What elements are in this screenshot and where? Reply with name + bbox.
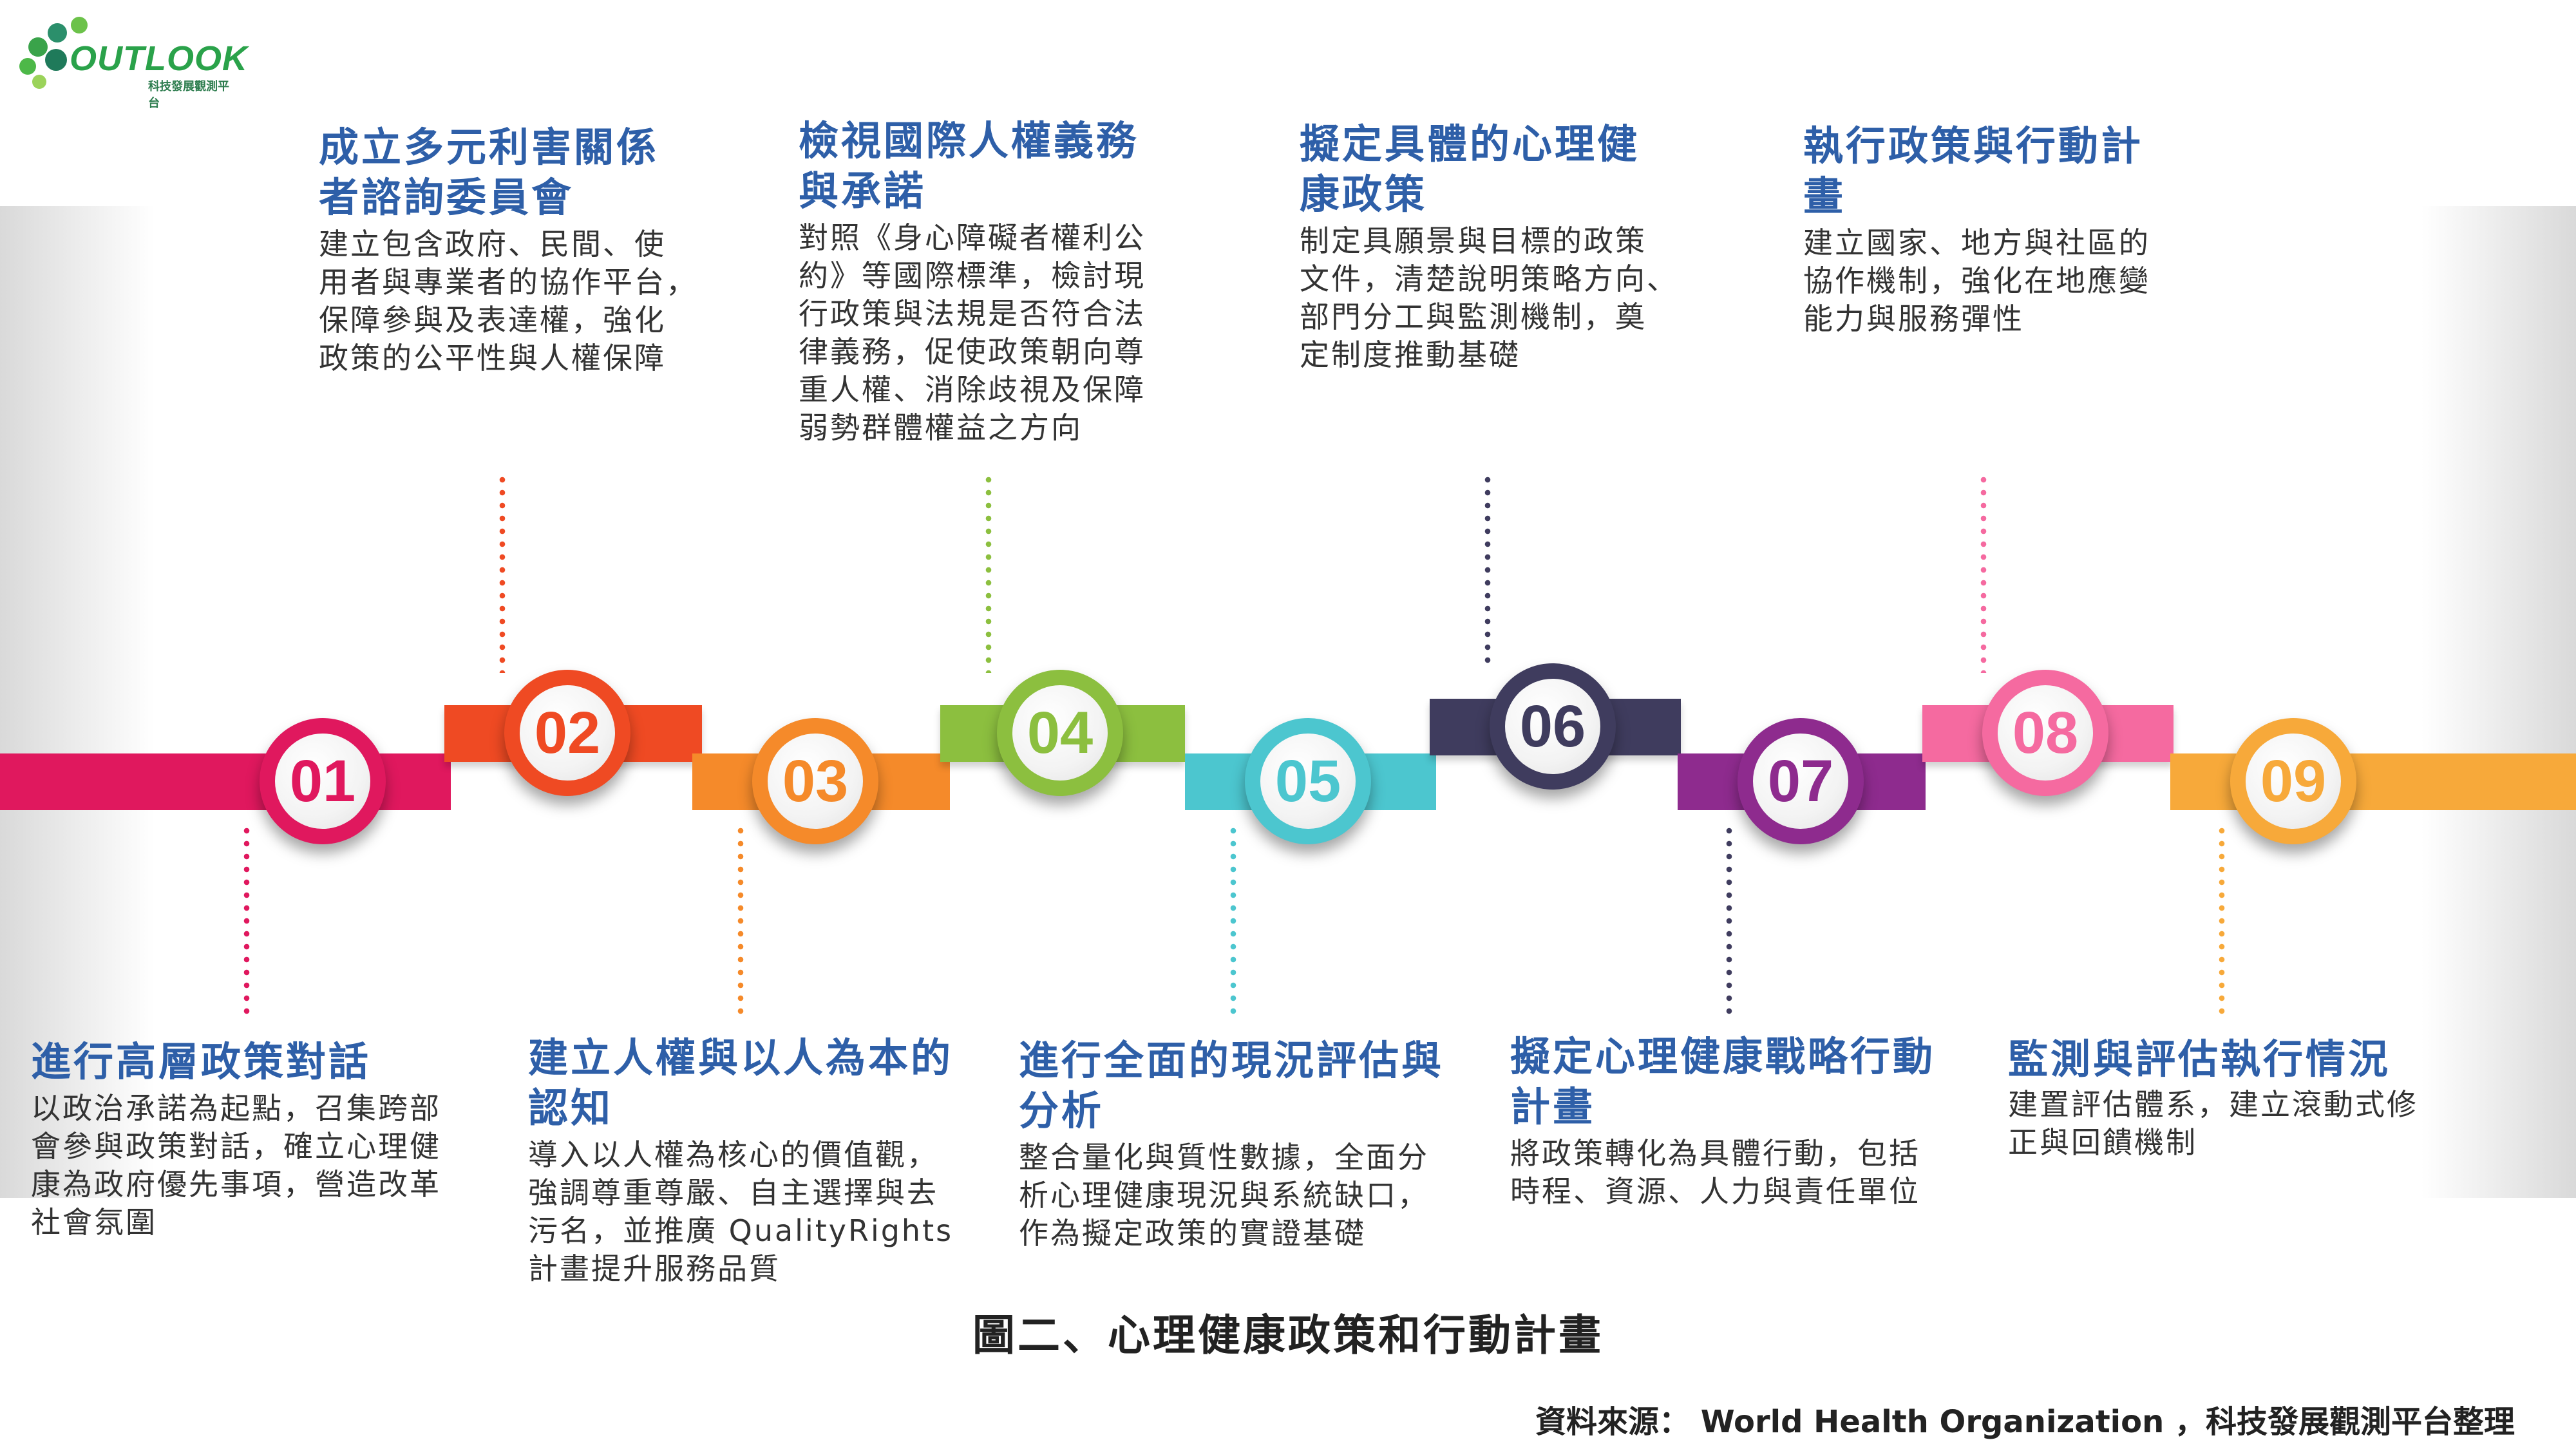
figure-caption: 圖二、心理健康政策和行動計畫 xyxy=(972,1311,1604,1360)
step-number-01: 01 xyxy=(275,734,370,829)
step-desc-08: 建立國家、地方與社區的 協作機制，強化在地應變 能力與服務彈性 xyxy=(1803,225,2150,336)
step-desc-02: 建立包含政府、民間、使 用者與專業者的協作平台， 保障參與及表達權，強化 政策的… xyxy=(319,227,697,375)
connector-04 xyxy=(985,473,992,673)
step-desc-07: 將政策轉化為具體行動，包括 時程、資源、人力與責任單位 xyxy=(1510,1136,1920,1209)
step-number-09: 09 xyxy=(2246,734,2341,829)
step-title-08: 執行政策與行動計 畫 xyxy=(1803,122,2144,220)
source-note: 資料來源： World Health Organization ，科技發展觀測平… xyxy=(1535,1404,2515,1440)
step-title-07: 擬定心理健康戰略行動 計畫 xyxy=(1510,1033,1936,1130)
step-circle-06: 06 xyxy=(1490,663,1616,790)
step-desc-01: 以政治承諾為起點，召集跨部 會參與政策對話，確立心理健 康為政府優先事項，營造改… xyxy=(31,1091,441,1240)
step-circle-07: 07 xyxy=(1738,718,1864,844)
step-title-01: 進行高層政策對話 xyxy=(31,1038,372,1085)
connector-05 xyxy=(1230,824,1236,1021)
step-number-05: 05 xyxy=(1260,734,1356,829)
step-number-06: 06 xyxy=(1505,679,1600,774)
step-circle-08: 08 xyxy=(1982,670,2108,796)
step-circle-04: 04 xyxy=(997,670,1123,796)
step-desc-09: 建置評估體系，建立滾動式修 正與回饋機制 xyxy=(2008,1087,2418,1160)
background-band xyxy=(0,206,2576,1198)
step-title-09: 監測與評估執行情況 xyxy=(2008,1036,2391,1083)
step-desc-06: 制定具願景與目標的政策 文件，清楚說明策略方向、 部門分工與監測機制，奠 定制度… xyxy=(1300,223,1678,372)
step-number-07: 07 xyxy=(1753,734,1848,829)
step-circle-09: 09 xyxy=(2230,718,2356,844)
connector-09 xyxy=(2219,824,2225,1021)
connector-01 xyxy=(243,824,250,1021)
step-desc-05: 整合量化與質性數據，全面分 析心理健康現況與系統缺口， 作為擬定政策的實證基礎 xyxy=(1019,1140,1429,1251)
step-title-04: 檢視國際人權義務 與承諾 xyxy=(799,117,1139,214)
connector-03 xyxy=(737,824,744,1021)
step-desc-03: 導入以人權為核心的價值觀， 強調尊重尊嚴、自主選擇與去 污名，並推廣 Quali… xyxy=(528,1137,954,1286)
outlook-logo: OUTLOOK 科技發展觀測平台 xyxy=(19,13,247,110)
step-title-02: 成立多元利害關係 者諮詢委員會 xyxy=(319,124,659,221)
step-circle-03: 03 xyxy=(752,718,878,844)
connector-02 xyxy=(499,473,506,673)
step-title-06: 擬定具體的心理健 康政策 xyxy=(1300,120,1640,218)
connector-06 xyxy=(1484,473,1491,667)
connector-07 xyxy=(1726,824,1732,1021)
step-circle-01: 01 xyxy=(260,718,386,844)
logo-subtitle: 科技發展觀測平台 xyxy=(148,80,229,110)
step-number-03: 03 xyxy=(768,734,863,829)
logo-wordmark: OUTLOOK xyxy=(70,39,248,78)
step-number-02: 02 xyxy=(520,685,615,781)
step-circle-05: 05 xyxy=(1245,718,1371,844)
step-title-03: 建立人權與以人為本的 認知 xyxy=(528,1034,954,1132)
connector-08 xyxy=(1980,473,1987,673)
step-circle-02: 02 xyxy=(504,670,630,796)
step-number-08: 08 xyxy=(1998,685,2093,781)
step-number-04: 04 xyxy=(1012,685,1108,781)
step-title-05: 進行全面的現況評估與 分析 xyxy=(1019,1037,1444,1134)
step-desc-04: 對照《身心障礙者權利公 約》等國際標準，檢討現 行政策與法規是否符合法 律義務，… xyxy=(799,220,1146,445)
